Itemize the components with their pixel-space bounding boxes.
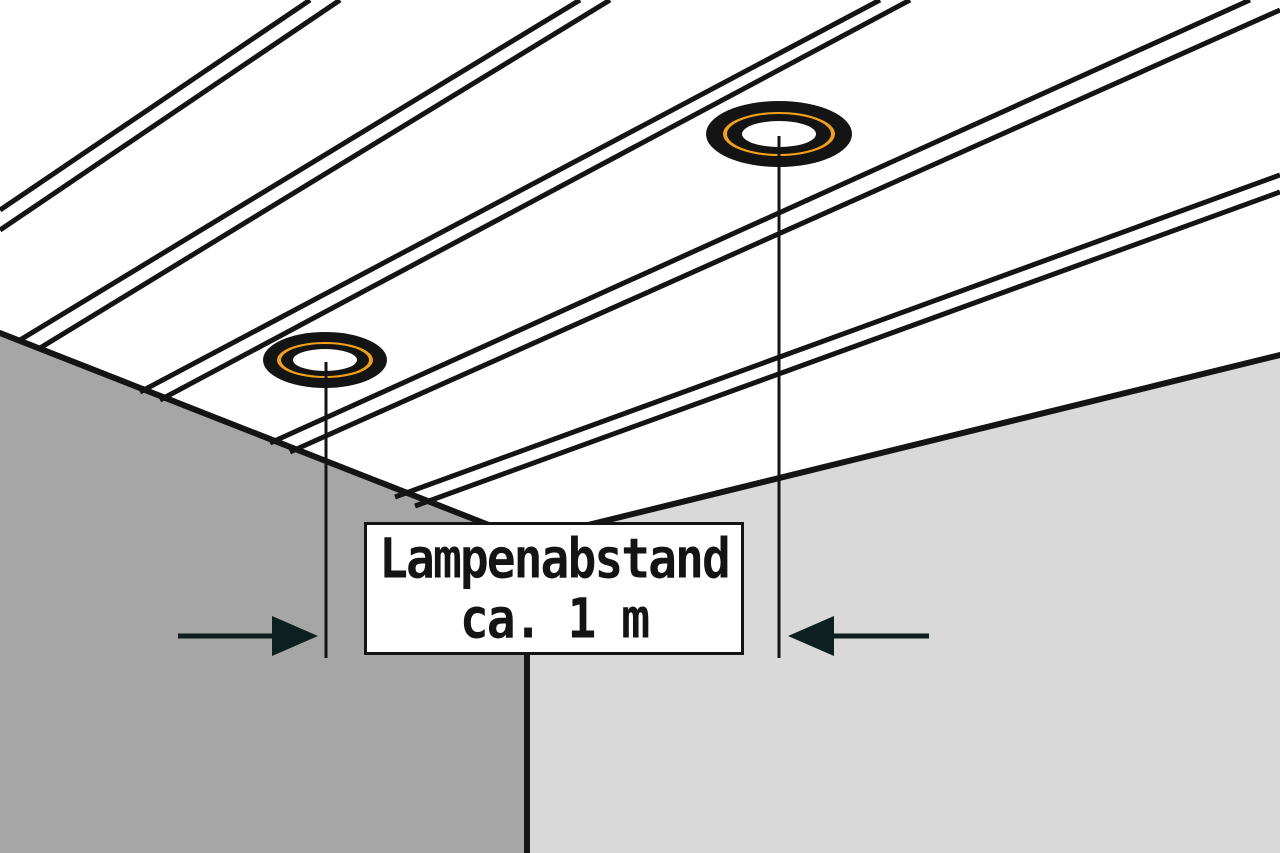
arrow-right-icon xyxy=(178,616,318,656)
left-ceiling-edge xyxy=(0,330,530,543)
left-wall xyxy=(0,333,527,853)
ceiling-panel-line xyxy=(0,0,342,233)
arrow-left-icon xyxy=(788,616,929,656)
ceiling-panel-line xyxy=(38,0,612,351)
label-line-1: Lampenabstand xyxy=(379,526,731,591)
ceiling-panel-line xyxy=(158,0,912,403)
ceiling-panel-line xyxy=(18,0,582,343)
recessed-downlight-icon xyxy=(706,101,852,167)
ceiling-panel-line xyxy=(268,0,1252,446)
recessed-downlight-icon xyxy=(263,332,387,388)
right-wall xyxy=(527,355,1280,853)
ceiling-panel-line xyxy=(394,172,1280,500)
ceiling-panel-line xyxy=(138,0,882,395)
ceiling-panel-line xyxy=(414,189,1280,509)
lamp-spacing-label: Lampenabstand ca. 1 m xyxy=(364,522,744,655)
ceiling-panels xyxy=(0,0,1280,509)
label-line-2: ca. 1 m xyxy=(459,586,650,651)
right-ceiling-edge xyxy=(524,352,1280,543)
ceiling-panel-line xyxy=(288,7,1280,455)
ceiling-panel-line xyxy=(0,0,312,213)
